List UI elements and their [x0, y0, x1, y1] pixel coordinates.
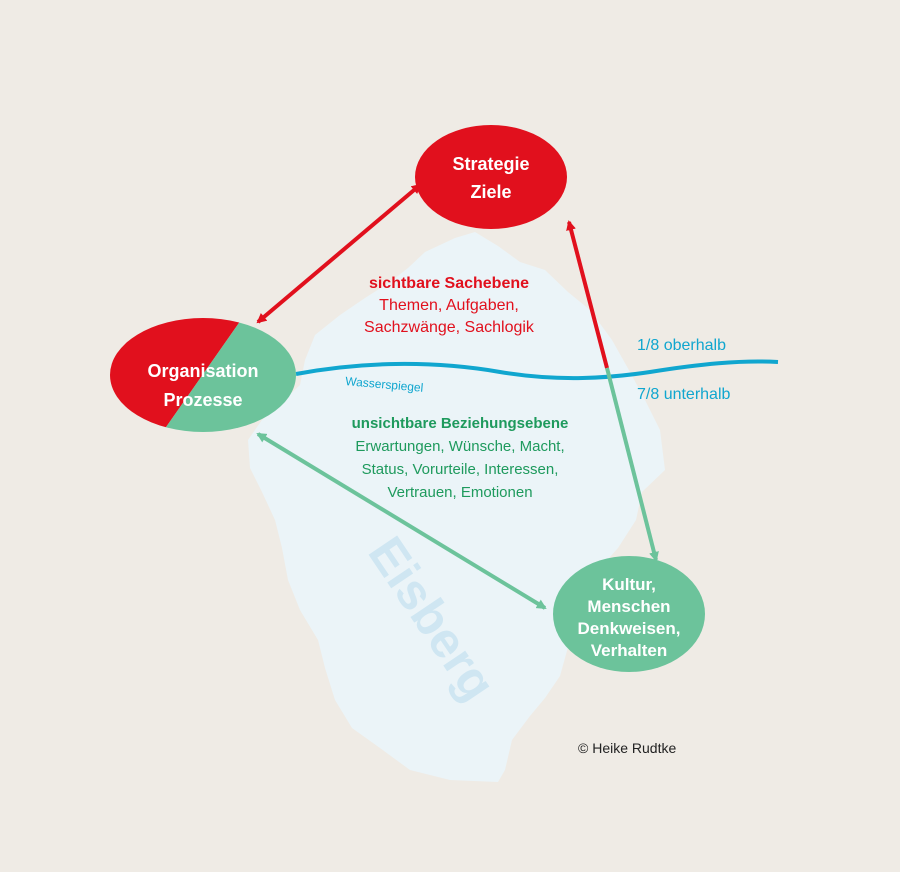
- copyright-text: © Heike Rudtke: [578, 740, 676, 756]
- node-kultur: Kultur, Menschen Denkweisen, Verhalten: [553, 556, 705, 672]
- node-kultur-line3: Denkweisen,: [578, 619, 681, 638]
- invisible-level-line2: Status, Vorurteile, Interessen,: [362, 461, 559, 478]
- water-line: [295, 359, 779, 381]
- water-level-label: Wasserspiegel: [345, 374, 424, 395]
- node-organisation: Organisation Prozesse: [110, 318, 296, 432]
- visible-level-line1: Themen, Aufgaben,: [379, 297, 519, 314]
- visible-level-title: sichtbare Sachebene: [369, 275, 529, 292]
- node-strategie: Strategie Ziele: [415, 125, 567, 229]
- above-ratio-label: 1/8 oberhalb: [637, 337, 726, 354]
- arrow-organisation-kultur: [256, 432, 547, 610]
- node-strategie-line2: Ziele: [470, 182, 511, 202]
- invisible-level-text: unsichtbare Beziehungsebene Erwartungen,…: [352, 415, 569, 501]
- arrow-strategie-kultur-lower: [605, 367, 659, 562]
- node-kultur-line4: Verhalten: [591, 641, 668, 660]
- visible-level-text: sichtbare Sachebene Themen, Aufgaben, Sa…: [364, 275, 535, 336]
- node-organisation-line1: Organisation: [147, 361, 258, 381]
- arrow-strategie-kultur-upper: [566, 220, 609, 369]
- node-organisation-line2: Prozesse: [163, 390, 242, 410]
- visible-level-line2: Sachzwänge, Sachlogik: [364, 319, 535, 336]
- invisible-level-line3: Vertrauen, Emotionen: [387, 484, 532, 501]
- node-strategie-line1: Strategie: [452, 154, 529, 174]
- node-kultur-line2: Menschen: [587, 597, 670, 616]
- invisible-level-title: unsichtbare Beziehungsebene: [352, 415, 569, 432]
- below-ratio-label: 7/8 unterhalb: [637, 386, 731, 403]
- node-kultur-line1: Kultur,: [602, 575, 656, 594]
- arrow-organisation-strategie: [256, 183, 422, 324]
- invisible-level-line1: Erwartungen, Wünsche, Macht,: [355, 438, 564, 455]
